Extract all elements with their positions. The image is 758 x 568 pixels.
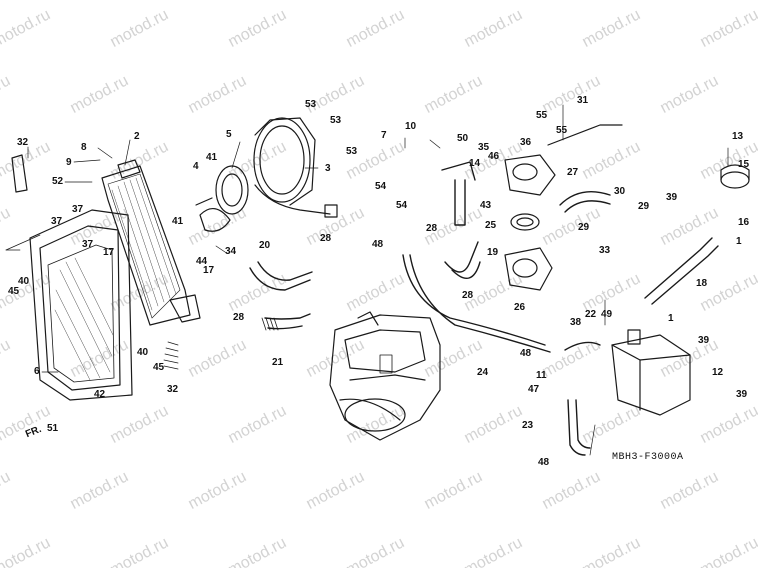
callout-28-d: 28	[462, 290, 474, 301]
callout-34: 34	[225, 246, 237, 257]
callout-43: 43	[480, 200, 492, 211]
callout-37-c: 37	[82, 239, 94, 250]
callout-5: 5	[226, 129, 232, 140]
callout-26: 26	[514, 302, 526, 313]
callout-4: 4	[193, 161, 199, 172]
callout-39-a: 39	[666, 192, 678, 203]
callout-24: 24	[477, 367, 489, 378]
callout-39-c: 39	[736, 389, 748, 400]
reservoir-cap	[720, 164, 750, 189]
radiator-grille-cover	[11, 154, 28, 193]
spring-band	[163, 341, 179, 370]
callout-48-a: 48	[372, 239, 384, 250]
callout-17-b: 17	[203, 265, 215, 276]
callout-13: 13	[732, 131, 744, 142]
reserve-tank	[611, 329, 691, 416]
callout-44: 44	[196, 256, 208, 267]
callout-48-b: 48	[520, 348, 532, 359]
callout-11: 11	[536, 370, 547, 381]
callout-30: 30	[614, 186, 626, 197]
callout-46: 46	[488, 151, 500, 162]
callout-33: 33	[599, 245, 611, 256]
callout-51: 51	[47, 423, 59, 434]
callout-32-grille: 32	[17, 137, 29, 148]
callout-20: 20	[259, 240, 271, 251]
fan-assembly	[195, 165, 249, 232]
callout-42: 42	[94, 389, 106, 400]
leader-lines	[5, 104, 729, 456]
callout-41-a: 41	[206, 152, 218, 163]
breather-rod	[547, 124, 623, 146]
callout-54-a: 54	[375, 181, 387, 192]
callout-38: 38	[570, 317, 582, 328]
callout-18: 18	[696, 278, 708, 289]
callout-45-a: 45	[8, 286, 20, 297]
callout-53-c: 53	[346, 146, 358, 157]
callout-37-a: 37	[72, 204, 84, 215]
callout-27: 27	[567, 167, 579, 178]
callout-45-b: 45	[153, 362, 165, 373]
callout-10: 10	[405, 121, 417, 132]
callout-9: 9	[66, 157, 72, 168]
diagram-code: MBH3-F3000A	[612, 452, 684, 463]
fan-shroud	[253, 117, 338, 218]
callout-28-a: 28	[233, 312, 245, 323]
callout-1-a: 1	[736, 236, 742, 247]
callout-2: 2	[134, 131, 140, 142]
callout-8: 8	[81, 142, 87, 153]
callout-41-b: 41	[172, 216, 184, 227]
callout-21: 21	[272, 357, 284, 368]
callout-29-a: 29	[578, 222, 590, 233]
callout-47: 47	[528, 384, 540, 395]
callout-55-a: 55	[536, 110, 548, 121]
callout-28-c: 28	[426, 223, 438, 234]
callout-29-b: 29	[638, 201, 650, 212]
callout-35: 35	[478, 142, 490, 153]
callout-22: 22	[585, 309, 597, 320]
callout-12: 12	[712, 367, 724, 378]
callout-36: 36	[520, 137, 532, 148]
callout-3: 3	[325, 163, 331, 174]
callout-54-b: 54	[396, 200, 408, 211]
thermostat-housing	[504, 154, 556, 291]
hoses	[249, 161, 719, 456]
callout-48-c: 48	[538, 457, 550, 468]
callout-19: 19	[487, 247, 499, 258]
callout-32-b: 32	[167, 384, 179, 395]
callout-52: 52	[52, 176, 64, 187]
callout-49: 49	[601, 309, 613, 320]
callout-50: 50	[457, 133, 469, 144]
callout-1-b: 1	[668, 313, 674, 324]
callout-55-b: 55	[556, 125, 568, 136]
callout-53-b: 53	[330, 115, 342, 126]
engine-block	[329, 311, 441, 441]
callout-6: 6	[34, 366, 40, 377]
callout-40-a: 40	[18, 276, 30, 287]
callout-16: 16	[738, 217, 750, 228]
callout-37-b: 37	[51, 216, 63, 227]
callout-23: 23	[522, 420, 534, 431]
callout-14: 14	[469, 158, 481, 169]
callout-31: 31	[577, 95, 589, 106]
radiator-core	[101, 159, 201, 326]
callout-15: 15	[738, 159, 750, 170]
callout-25: 25	[485, 220, 497, 231]
callout-7: 7	[381, 130, 387, 141]
radiator-shroud	[29, 209, 133, 401]
callout-53-a: 53	[305, 99, 317, 110]
callout-39-b: 39	[698, 335, 710, 346]
callout-17-a: 17	[103, 247, 115, 258]
coil-spring	[261, 317, 279, 331]
callout-40-b: 40	[137, 347, 149, 358]
callout-28-b: 28	[320, 233, 332, 244]
